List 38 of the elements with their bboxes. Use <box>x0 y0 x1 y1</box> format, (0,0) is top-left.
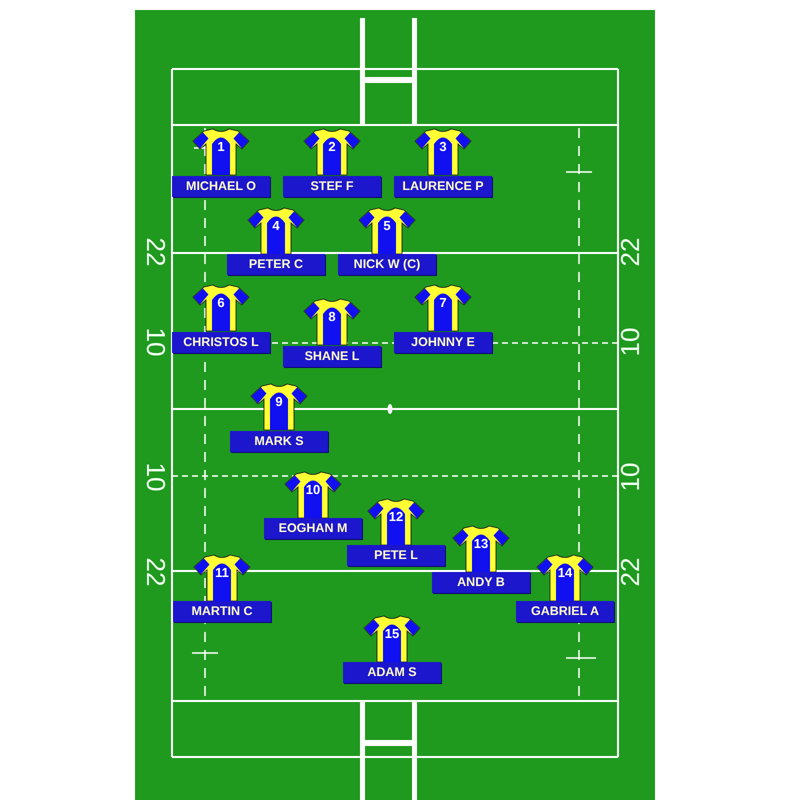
jersey-number: 10 <box>306 483 320 497</box>
jersey-number: 15 <box>384 627 400 641</box>
player-name-plate: ANDY B <box>432 572 530 593</box>
distance-marker: 22 <box>143 238 169 266</box>
player-name-plate: PETER C <box>227 254 325 275</box>
jersey-number: 11 <box>215 566 229 580</box>
jersey-number: 6 <box>217 296 225 310</box>
player-name-plate: ADAM S <box>343 662 441 683</box>
distance-marker: 10 <box>617 328 643 356</box>
distance-marker: 10 <box>143 328 169 356</box>
player-name-plate: CHRISTOS L <box>172 332 270 353</box>
player-name-plate: LAURENCE P <box>394 176 492 197</box>
jersey-number: 1 <box>217 140 225 154</box>
distance-marker: 10 <box>143 462 169 492</box>
jersey-number: 13 <box>474 537 488 551</box>
player-name-plate: JOHNNY E <box>394 332 492 353</box>
player-name-plate: MARK S <box>230 431 328 452</box>
distance-marker: 22 <box>617 558 643 586</box>
jersey-number: 3 <box>439 140 447 154</box>
jersey-number: 12 <box>388 510 404 524</box>
jersey-number: 5 <box>383 219 391 233</box>
jersey-number: 2 <box>328 140 336 154</box>
jersey-number: 4 <box>272 219 280 233</box>
jersey-number: 8 <box>328 310 336 324</box>
jersey-number: 14 <box>558 566 572 580</box>
player-name-plate: NICK W (C) <box>338 254 436 275</box>
player-name-plate: EOGHAN M <box>264 518 362 539</box>
player-name-plate: STEF F <box>283 176 381 197</box>
distance-marker: 22 <box>617 238 643 266</box>
jersey-number: 7 <box>439 296 447 310</box>
jersey-number: 9 <box>275 395 283 409</box>
player-name-plate: MICHAEL O <box>172 176 270 197</box>
player-name-plate: PETE L <box>347 545 445 566</box>
player-name-plate: MARTIN C <box>173 601 271 622</box>
player-name-plate: SHANE L <box>283 346 381 367</box>
player-name-plate: GABRIEL A <box>516 601 614 622</box>
distance-marker: 22 <box>143 558 169 586</box>
distance-marker: 10 <box>617 462 643 492</box>
